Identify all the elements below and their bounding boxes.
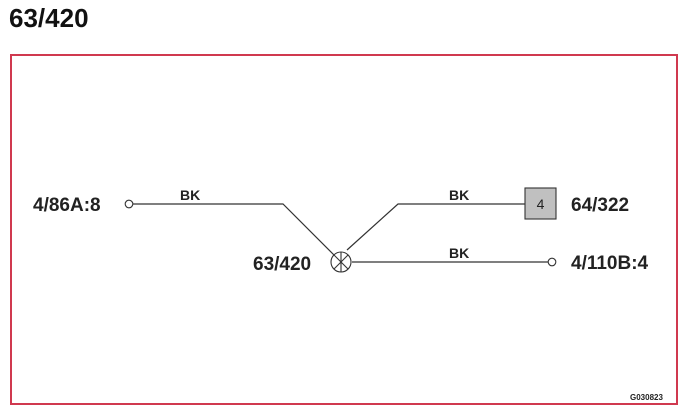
connector-box-pin: 4 [537, 196, 545, 212]
right-terminal-icon [547, 257, 557, 267]
ground-point-icon [330, 251, 352, 273]
connector-box [524, 187, 557, 220]
diagram-frame [10, 54, 678, 405]
wire-lower-right-color: BK [449, 245, 469, 261]
right-connector-label: 4/110B:4 [571, 253, 649, 274]
wires [133, 203, 548, 263]
ground-point-label: 63/420 [253, 254, 311, 275]
left-connector-label: 4/86A:8 [33, 195, 101, 216]
wire-upper-right [346, 203, 525, 251]
page-title: 63/420 [9, 3, 89, 33]
wire-upper-right-color: BK [449, 187, 469, 203]
connector-box-label: 64/322 [571, 195, 629, 216]
left-terminal-icon [124, 199, 134, 209]
wire-left [133, 203, 336, 257]
wire-left-color: BK [180, 187, 200, 203]
reference-code: G030823 [630, 393, 663, 402]
